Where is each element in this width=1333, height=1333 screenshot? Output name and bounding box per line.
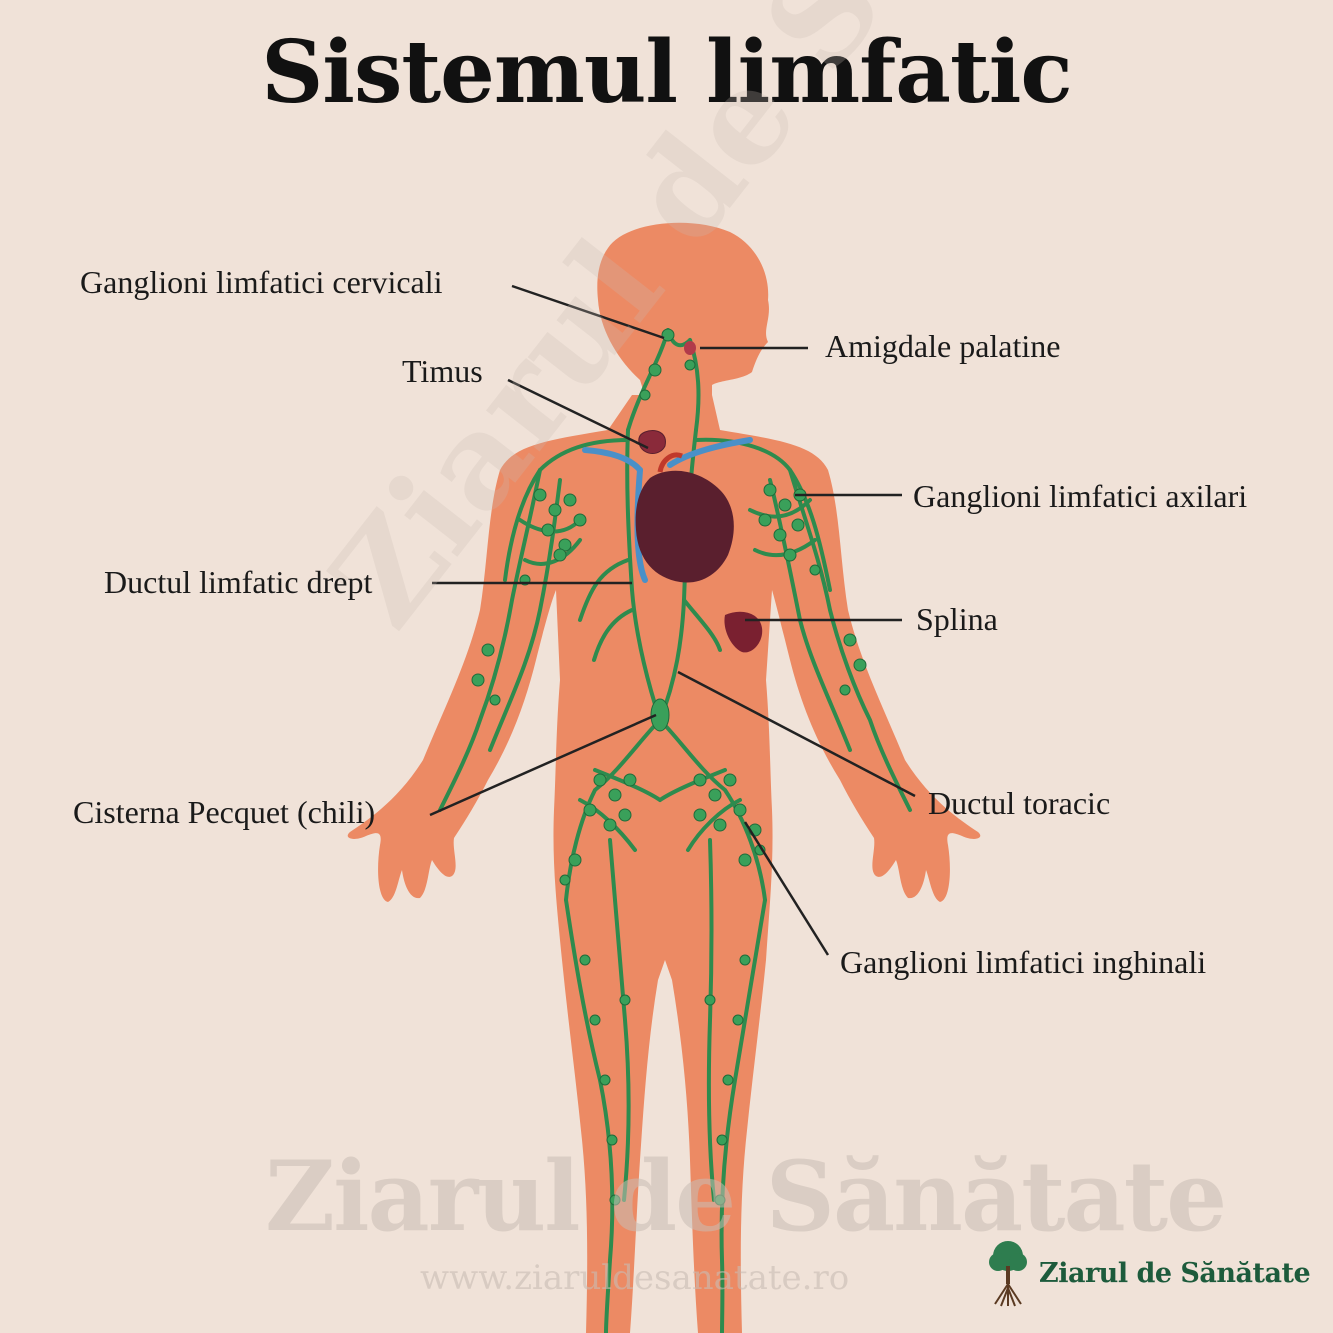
watermark-url: www.ziaruldesanatate.ro [420, 1258, 850, 1298]
label-toracic: Ductul toracic [928, 785, 1111, 821]
lymph-nodes [471, 328, 867, 1206]
label-cervical: Ganglioni limfatici cervicali [80, 264, 443, 300]
tree-icon [989, 1241, 1027, 1307]
tonsil [684, 341, 696, 355]
label-cisterna: Cisterna Pecquet (chili) [73, 794, 376, 830]
thymus [638, 430, 666, 454]
watermark-brand: Ziarul de Sănătate [265, 1140, 1227, 1253]
label-timus: Timus [402, 353, 483, 389]
label-amigdale: Amigdale palatine [825, 328, 1061, 364]
brand-logo: Ziarul de Sănătate [985, 1238, 1311, 1308]
label-splina: Splina [916, 601, 998, 637]
callout-lines [429, 284, 916, 956]
label-axilari: Ganglioni limfatici axilari [913, 478, 1248, 514]
logo-text: Ziarul de Sănătate [1039, 1257, 1311, 1289]
label-inghinali: Ganglioni limfatici inghinali [840, 944, 1207, 980]
spleen [724, 611, 763, 653]
label-drept: Ductul limfatic drept [104, 564, 373, 600]
heart [635, 470, 734, 583]
page-title: Sistemul limfatic [261, 22, 1073, 123]
